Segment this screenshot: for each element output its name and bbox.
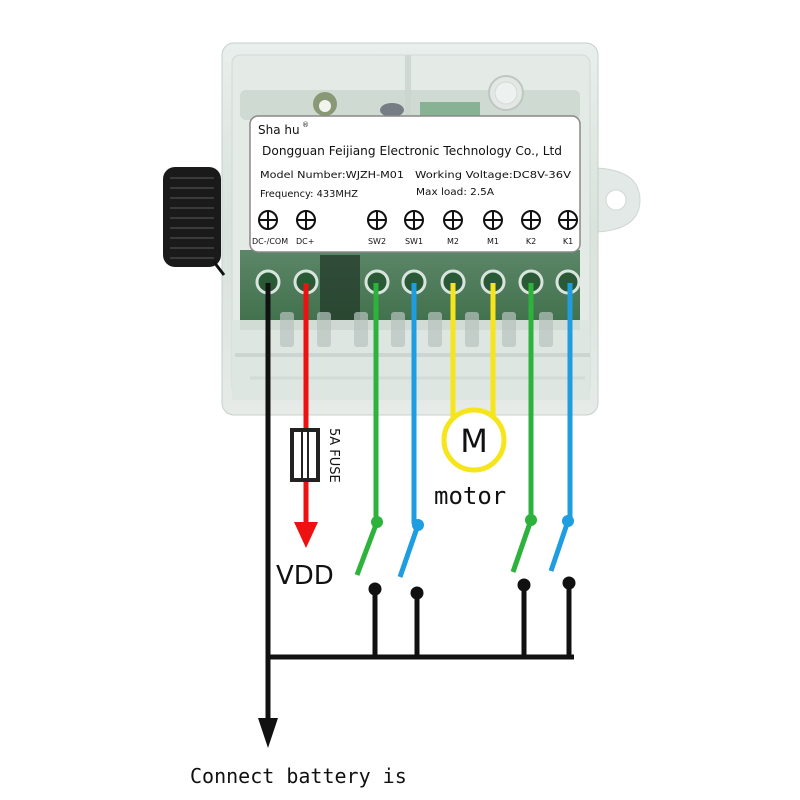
capacitor-top <box>319 100 331 112</box>
k1-switch-icon <box>548 520 571 572</box>
terminal-screw-icon <box>521 210 541 230</box>
terminal-screw-icon <box>558 210 578 230</box>
sw1-switch-icon <box>397 524 421 578</box>
motor-label: motor <box>434 482 506 510</box>
terminal-label: M2 <box>447 237 459 246</box>
vdd-arrow-icon <box>294 522 318 548</box>
brand-registered-mark: ® <box>302 121 309 129</box>
company-name: Dongguan Feijiang Electronic Technology … <box>262 144 562 158</box>
terminal-screw-icon <box>443 210 463 230</box>
terminal-screw-icon <box>404 210 424 230</box>
mounting-hole <box>605 189 627 211</box>
sw2-switch-icon <box>354 521 380 576</box>
k2-switch-icon <box>510 519 534 573</box>
motor-icon <box>441 407 507 473</box>
terminal-screw-icon <box>367 210 387 230</box>
fuse-label: 5A FUSE <box>326 428 341 483</box>
terminal-screw-icon <box>258 210 278 230</box>
terminal-label: DC+ <box>296 237 314 246</box>
component <box>380 103 404 117</box>
frequency: Frequency: 433MHZ <box>260 189 358 200</box>
battery-arrow-icon <box>258 718 278 748</box>
label-plate: Sha hu ® Dongguan Feijiang Electronic Te… <box>249 115 581 253</box>
terminal-label: SW1 <box>405 237 423 246</box>
terminal-label: SW2 <box>368 237 386 246</box>
terminal-label: M1 <box>487 237 499 246</box>
antenna-icon <box>163 167 226 276</box>
terminal-icons: DC-/COM DC+ SW2 SW1 M2 M1 K2 K1 <box>252 210 578 246</box>
switch-contacts <box>368 576 576 657</box>
model-number: Model Number:WJZH-M01 <box>260 170 404 181</box>
terminal-label: K1 <box>563 237 573 246</box>
component <box>420 102 480 116</box>
max-load: Max load: 2.5A <box>416 187 494 198</box>
battery-label: Connect battery is <box>190 764 407 788</box>
motor-symbol: M <box>460 422 488 460</box>
terminal-label: DC-/COM <box>252 237 288 246</box>
working-voltage: Working Voltage:DC8V-36V <box>415 170 571 181</box>
vdd-label: VDD <box>276 561 334 591</box>
skirt-ribs <box>280 312 553 347</box>
terminal-label: K2 <box>526 237 536 246</box>
brand-name: Sha hu <box>258 123 300 137</box>
fuse-icon <box>290 428 320 482</box>
wires <box>258 283 576 748</box>
terminal-screw-icon <box>483 210 503 230</box>
terminal-screw-icon <box>296 210 316 230</box>
